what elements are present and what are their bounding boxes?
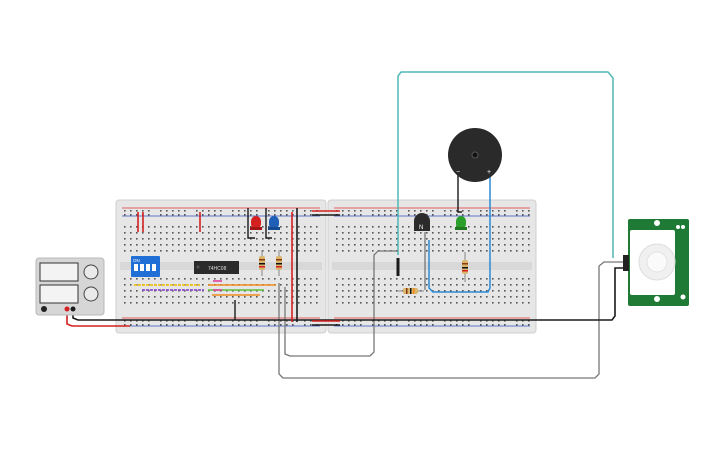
power-button[interactable] (41, 306, 47, 312)
black-ground-wire[interactable] (72, 267, 628, 321)
resistors (259, 250, 468, 294)
pir-motion-sensor[interactable] (623, 219, 689, 306)
gray-wire-1[interactable] (284, 250, 398, 357)
npn-transistor[interactable]: N (414, 213, 430, 231)
gray-wire-2[interactable] (278, 261, 628, 379)
transistor-label: N (419, 225, 423, 231)
red-led[interactable] (250, 216, 262, 230)
buzzer-minus-label: − (456, 169, 460, 176)
green-led[interactable] (455, 216, 467, 230)
resistor-2[interactable] (276, 250, 282, 276)
blue-wire[interactable] (428, 175, 491, 293)
resistor-4[interactable] (397, 288, 424, 294)
wires (66, 71, 628, 379)
red-power-wire[interactable] (66, 308, 130, 327)
dip-switch-label: ON (133, 258, 140, 263)
voltage-knob[interactable] (83, 264, 99, 280)
current-knob[interactable] (83, 286, 99, 302)
resistor-3[interactable] (462, 252, 468, 282)
teal-wire[interactable] (397, 71, 614, 258)
breadboard-right[interactable] (327, 199, 537, 334)
buzzer-plus-label: + (487, 169, 491, 176)
resistor-1[interactable] (259, 250, 265, 276)
piezo-buzzer[interactable]: − + (448, 128, 502, 182)
blue-led[interactable] (268, 216, 280, 230)
ic-label: 74HC08 (208, 266, 227, 272)
dip-switch[interactable]: ON (131, 256, 160, 277)
dc-power-supply[interactable] (35, 257, 105, 316)
logic-ic[interactable]: 74HC08 (194, 261, 239, 274)
